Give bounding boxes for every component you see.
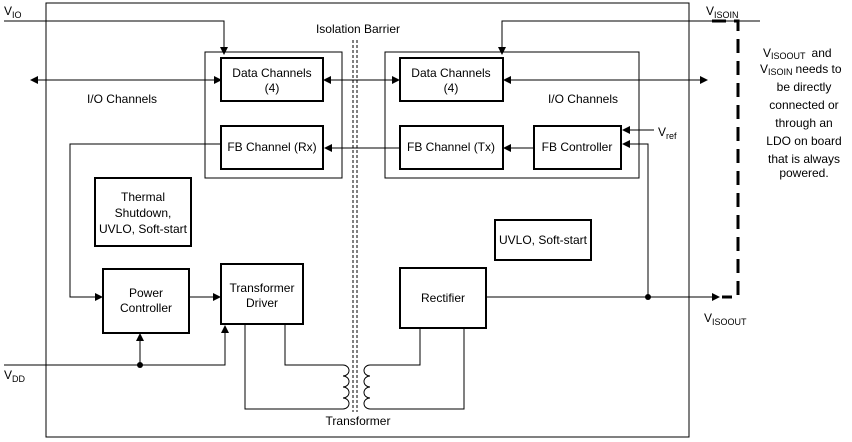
data-channels-right-line2: (4): [444, 81, 459, 95]
fb-rx-to-power-ctrl-arrowhead: [95, 293, 103, 301]
fb-channel-rx-label: FB Channel (Rx): [227, 140, 316, 154]
fb-channel-tx-label: FB Channel (Tx): [407, 140, 495, 154]
barrier-data-arrowhead-left: [323, 76, 331, 84]
right-channel-group: [384, 51, 640, 179]
note-line-2: be directly: [777, 80, 832, 94]
power-ctrl-to-driver-arrowhead: [213, 293, 221, 301]
note-line-7: powered.: [779, 166, 828, 180]
fb-controller-block: FB Controller: [533, 125, 622, 170]
vio-label: VIO: [4, 4, 22, 20]
note-line-6: that is always: [768, 152, 840, 166]
io-channels-right-label: I/O Channels: [548, 92, 618, 106]
transformer-driver-block: Transformer Driver: [220, 263, 304, 325]
note-line-5: LDO on board: [766, 134, 841, 148]
thermal-line3: UVLO, Soft-start: [99, 222, 188, 236]
data-channels-right-block: Data Channels (4): [399, 57, 504, 102]
visoout-label: VISOOUT: [704, 311, 747, 327]
driver-to-primary-bottom-wire: [244, 324, 343, 410]
right-io-arrowhead-left: [503, 76, 511, 84]
vref-arrowhead: [622, 126, 630, 134]
data-channels-left-line1: Data Channels: [232, 66, 311, 80]
vdd-junction-dot: [137, 362, 143, 368]
visoout-feedback-wire: [627, 143, 649, 297]
visoin-arrowhead: [498, 47, 506, 55]
transformer-primary-coil: [342, 364, 350, 410]
svg-text:VISOIN: VISOIN: [706, 4, 739, 20]
data-channels-left-line2: (4): [265, 81, 280, 95]
visoout-arrowhead: [712, 293, 720, 301]
barrier-data-arrowhead-right: [392, 76, 400, 84]
isolation-barrier-label: Isolation Barrier: [316, 22, 400, 36]
svg-text:VDD: VDD: [4, 368, 26, 384]
io-channels-left-label: I/O Channels: [87, 92, 157, 106]
visoout-feedback-arrowhead: [622, 140, 630, 148]
transformer-driver-line2: Driver: [246, 296, 278, 310]
chip-boundary: [45, 2, 690, 438]
left-io-arrowhead-left: [30, 76, 38, 84]
isolation-barrier: [352, 40, 358, 412]
driver-to-primary-top-wire: [284, 324, 343, 366]
visoin-label: VISOIN: [706, 4, 739, 20]
visoout-visoin-dashed-link: [712, 19, 740, 299]
svg-text:VISOOUT: VISOOUT: [704, 311, 747, 327]
vdd-wire: [4, 330, 226, 366]
vio-wire: [4, 20, 225, 52]
note-line-4: through an: [775, 116, 832, 130]
visoin-wire: [501, 20, 760, 52]
data-channels-right-line1: Data Channels: [411, 66, 490, 80]
uvlo-right-label: UVLO, Soft-start: [499, 233, 588, 247]
fb-channel-tx-block: FB Channel (Tx): [399, 125, 504, 170]
thermal-block: Thermal Shutdown, UVLO, Soft-start: [94, 177, 192, 247]
vdd-to-driver-arrowhead: [221, 325, 229, 333]
thermal-line1: Thermal: [121, 190, 165, 204]
thermal-line2: Shutdown,: [115, 206, 172, 220]
rectifier-to-secondary-top-wire: [370, 328, 421, 366]
transformer-label: Transformer: [326, 414, 391, 428]
fb-ctrl-to-tx-arrowhead: [503, 144, 511, 152]
vio-arrowhead: [220, 47, 228, 55]
vdd-label: VDD: [4, 368, 26, 384]
uvlo-right-block: UVLO, Soft-start: [494, 219, 592, 261]
rectifier-label: Rectifier: [421, 291, 465, 305]
vref-label: Vref: [658, 125, 677, 141]
power-controller-line1: Power: [129, 286, 163, 300]
data-channels-left-block: Data Channels (4): [220, 57, 324, 102]
svg-text:Vref: Vref: [658, 125, 677, 141]
rectifier-to-secondary-bottom-wire: [370, 328, 465, 410]
vdd-to-power-ctrl-arrowhead: [136, 333, 144, 341]
fb-controller-label: FB Controller: [542, 140, 613, 154]
transformer-secondary-coil: [363, 364, 371, 410]
transformer-driver-line1: Transformer: [230, 281, 295, 295]
right-io-arrowhead-right: [700, 76, 708, 84]
fb-rx-to-power-ctrl-wire: [69, 143, 221, 298]
power-controller-block: Power Controller: [102, 268, 190, 334]
rectifier-block: Rectifier: [399, 267, 487, 329]
note-line-3: connected or: [769, 98, 838, 112]
fb-tx-to-rx-arrowhead: [324, 144, 332, 152]
svg-text:VIO: VIO: [4, 4, 22, 20]
power-controller-line2: Controller: [120, 301, 172, 315]
left-channel-group: [204, 51, 343, 179]
left-io-arrowhead-right: [214, 76, 222, 84]
fb-channel-rx-block: FB Channel (Rx): [220, 125, 324, 170]
